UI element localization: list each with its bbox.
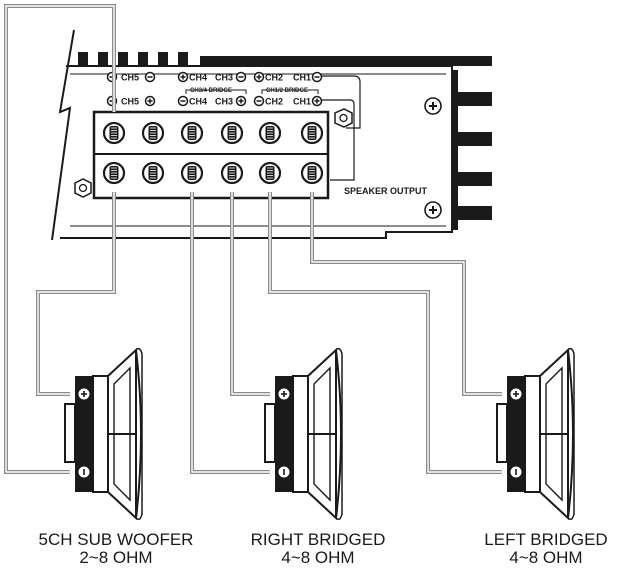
terminal-screw-icon [180,161,204,185]
right-bridged-impedance: 4~8 OHM [281,548,354,567]
plus-icon [235,95,247,107]
plus-icon [253,71,265,83]
minus-icon [235,71,247,83]
plus-terminal-icon [510,388,522,400]
ch2-label-row2: CH2 [265,97,283,107]
ch2-label-row1: CH2 [265,73,283,83]
ch3-label-row2: CH3 [215,97,233,107]
ch4-label-row1: CH4 [189,73,207,83]
speakers [64,347,575,521]
right-bridged-name: RIGHT BRIDGED [251,530,386,549]
terminal-screw-icon [180,121,204,145]
left-bridged-speaker-icon [496,347,575,521]
minus-terminal-icon [510,466,522,478]
terminal-screw-icon [258,161,282,185]
plus-icon [177,71,189,83]
minus-icon [253,95,265,107]
minus-terminal-icon [278,466,290,478]
plus-icon [311,95,323,107]
sub-woofer-name: 5CH SUB WOOFER [39,530,194,549]
left-bridged-name: LEFT BRIDGED [484,530,607,549]
ch5-label-row1: CH5 [121,73,139,83]
terminal-screw-icon [220,121,244,145]
bridge-12-label: CH1/2 BRIDGE [266,88,308,94]
speaker-wires [4,4,502,474]
bridge-34-label: CH3/4 BRIDGE [190,88,232,94]
speaker-captions: 5CH SUB WOOFER 2~8 OHM RIGHT BRIDGED 4~8… [39,530,608,567]
plus-terminal-icon [278,388,290,400]
minus-terminal-icon [78,466,90,478]
terminal-screw-icon [102,161,126,185]
mounting-nut-right [334,108,353,128]
sub-woofer-impedance: 2~8 OHM [79,548,152,567]
sub-woofer-speaker-icon [64,347,143,521]
ch4-label-row2: CH4 [189,97,207,107]
terminal-screws [102,121,324,185]
terminal-screw-icon [141,161,165,185]
terminal-screw-icon [141,121,165,145]
ch5-label-row2: CH5 [121,97,139,107]
minus-icon [144,71,156,83]
plus-icon [144,95,156,107]
minus-icon [177,95,189,107]
speaker-output-label: SPEAKER OUTPUT [344,186,428,196]
phillips-screw-icon [424,97,442,115]
mounting-nut-left [74,178,92,198]
left-bridged-impedance: 4~8 OHM [509,548,582,567]
plus-terminal-icon [78,388,90,400]
right-bridged-speaker-icon [264,347,343,521]
ch3-label-row1: CH3 [215,73,233,83]
channel-labels-row1: CH5 CH4 CH3 CH2 CH1 [106,71,323,83]
terminal-screw-icon [102,121,126,145]
terminal-screw-icon [220,161,244,185]
terminal-screw-icon [300,121,324,145]
terminal-screw-icon [258,121,282,145]
terminal-screw-icon [300,161,324,185]
ch1-label-row1: CH1 [293,73,311,83]
ch1-label-row2: CH1 [293,97,311,107]
phillips-screw-icon [424,201,442,219]
minus-icon [311,71,323,83]
heatsink [430,56,492,230]
